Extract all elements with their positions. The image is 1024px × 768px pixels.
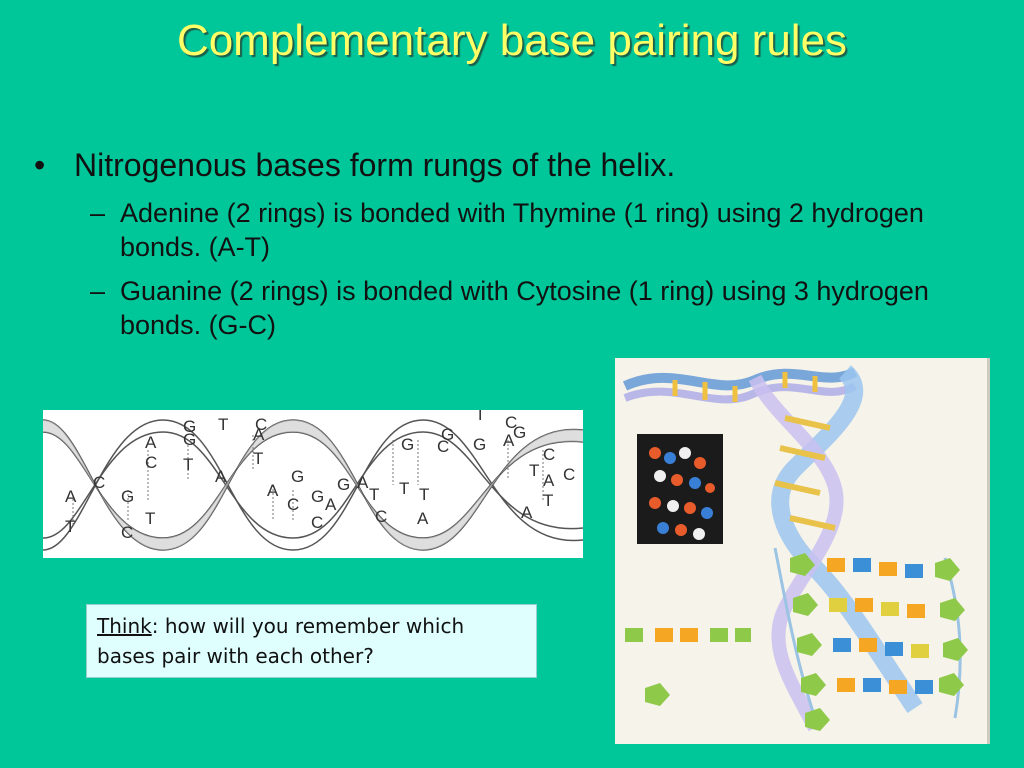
dna-structure-drawing <box>622 365 968 732</box>
helix-base-letter: C <box>311 513 323 532</box>
helix-base-letter: C <box>93 473 105 492</box>
helix-base-letter: A <box>253 425 265 444</box>
helix-base-letter: C <box>563 465 575 484</box>
think-prompt-box: Think: how will you remember which bases… <box>86 604 537 678</box>
dash-glyph: – <box>90 198 106 228</box>
helix-base-letter: A <box>521 503 533 522</box>
slide-title: Complementary base pairing rules <box>176 16 848 65</box>
helix-base-letter: A <box>357 473 369 492</box>
helix-base-letter: T <box>475 410 485 424</box>
helix-base-letter: T <box>529 461 539 480</box>
helix-base-letter: G <box>401 435 414 454</box>
dna-structure-diagram <box>615 358 990 744</box>
bullet-list: • Nitrogenous bases form rungs of the he… <box>34 146 1004 342</box>
helix-base-letter: A <box>543 471 555 490</box>
dash-glyph: – <box>90 276 106 306</box>
helix-base-letter: G <box>513 423 526 442</box>
helix-base-letter: C <box>505 413 517 432</box>
helix-base-letter: G <box>311 487 324 506</box>
helix-base-letter: C <box>255 415 267 434</box>
helix-base-letter: T <box>543 491 553 510</box>
bullet-glyph: • <box>34 147 46 183</box>
think-text: : how will you remember which bases pair… <box>97 614 465 668</box>
helix-base-letter: A <box>503 431 515 450</box>
helix-base-letter: C <box>287 495 299 514</box>
helix-base-letter: A <box>215 467 227 486</box>
helix-base-letter: A <box>145 433 157 452</box>
helix-base-letter: T <box>145 509 155 528</box>
helix-base-letter: G <box>121 487 134 506</box>
helix-base-letter: C <box>121 523 133 542</box>
helix-base-letter: G <box>291 467 304 486</box>
sub-bullet-gc: – Guanine (2 rings) is bonded with Cytos… <box>90 274 1004 342</box>
sub-bullet-text: Adenine (2 rings) is bonded with Thymine… <box>120 198 924 262</box>
main-bullet-text: Nitrogenous bases form rungs of the heli… <box>74 147 676 183</box>
helix-base-letter: G <box>473 435 486 454</box>
helix-base-letter: G <box>441 425 454 444</box>
helix-base-letter: T <box>183 455 193 474</box>
helix-base-letter: G <box>183 417 196 436</box>
helix-base-letter: T <box>399 479 409 498</box>
helix-base-letter: G <box>337 475 350 494</box>
helix-base-letter: G <box>183 430 196 449</box>
helix-base-letter: A <box>417 509 429 528</box>
helix-base-letter: A <box>267 481 279 500</box>
helix-base-letter: T <box>65 517 75 536</box>
helix-base-letter: T <box>253 449 263 468</box>
helix-base-letter: T <box>369 485 379 504</box>
sub-bullet-at: – Adenine (2 rings) is bonded with Thymi… <box>90 196 1004 264</box>
helix-base-letter: C <box>375 507 387 526</box>
helix-base-letter: A <box>325 495 337 514</box>
helix-base-letter: C <box>437 437 449 456</box>
helix-base-letter: C <box>543 445 555 464</box>
helix-base-letter: A <box>65 487 77 506</box>
sub-bullet-text: Guanine (2 rings) is bonded with Cytosin… <box>120 276 929 340</box>
main-bullet: • Nitrogenous bases form rungs of the he… <box>34 146 1004 184</box>
helix-base-letter: T <box>419 485 429 504</box>
think-label: Think <box>97 614 152 638</box>
helix-base-letter: T <box>218 415 228 434</box>
helix-base-letter: C <box>145 453 157 472</box>
